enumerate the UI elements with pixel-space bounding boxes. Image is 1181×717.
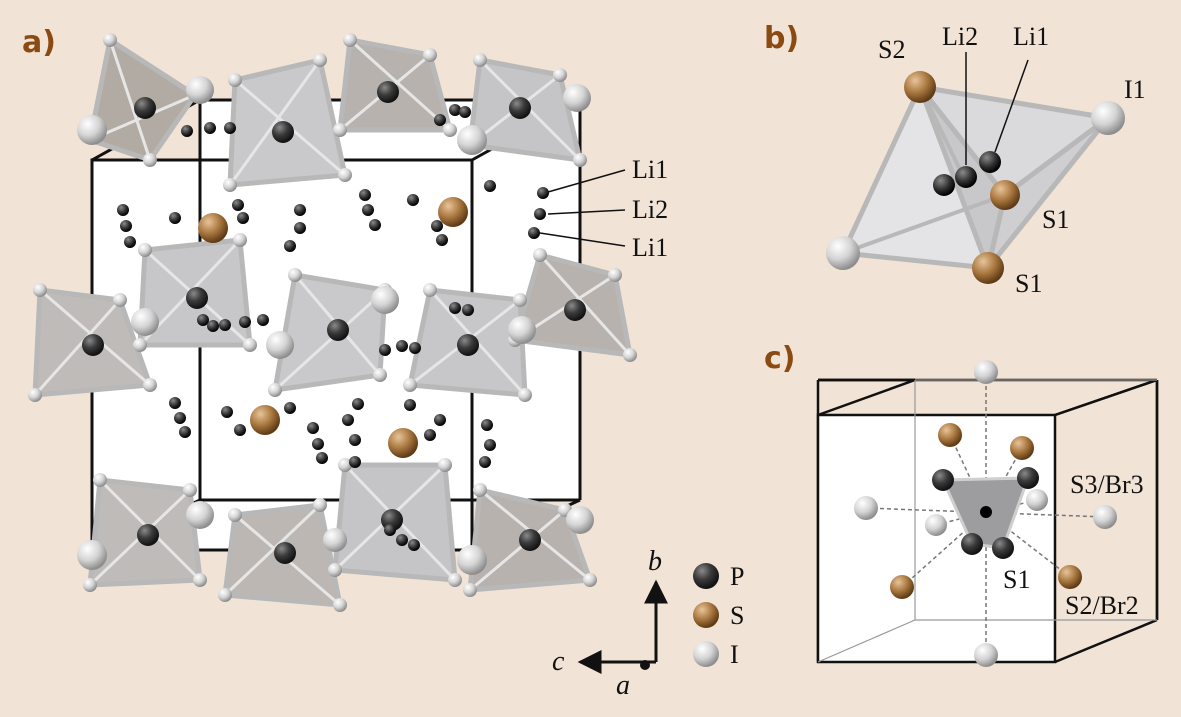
b-s1-atom-lower <box>972 252 1004 284</box>
octahedron-b-inner <box>842 86 1006 269</box>
c-p-atom-1 <box>932 469 954 491</box>
lithium-atoms-a <box>117 104 549 551</box>
b-s2-atom <box>904 71 936 103</box>
c-i-atom-top <box>974 360 998 384</box>
b-i1-atom <box>1091 101 1125 135</box>
li1-top-label: Li1 <box>632 155 668 184</box>
b-i-atom-lower <box>826 236 860 270</box>
li1-bottom-label: Li1 <box>632 233 668 262</box>
iodine-atoms-a <box>77 76 594 575</box>
b-s2-label: S2 <box>878 35 905 64</box>
panel-c-letter: c) <box>764 341 796 376</box>
c-i-atom-bottom <box>974 643 998 667</box>
c-s3br3-label: S3/Br3 <box>1070 470 1144 499</box>
panel-a: a) <box>22 25 744 701</box>
b-s1-label-lower: S1 <box>1015 269 1042 298</box>
c-i-atom-left <box>854 496 878 520</box>
b-li1-label: Li1 <box>1013 22 1049 51</box>
b-leader-lines <box>965 52 1029 165</box>
b-li1-atom <box>979 151 1001 173</box>
b-li2-atom <box>955 166 977 188</box>
c-s1-label: S1 <box>1003 565 1030 594</box>
sulfur-atoms-a <box>198 197 468 458</box>
li-leader-lines <box>539 169 626 247</box>
c-p-atom-2 <box>1017 467 1039 489</box>
c-center-atom <box>980 506 992 518</box>
c-s2br2-atom <box>1058 565 1082 589</box>
legend-p-swatch <box>693 563 719 589</box>
b-i1-label: I1 <box>1124 75 1146 104</box>
c-s-atom-upper-right <box>1010 436 1034 460</box>
element-legend: P S I <box>693 562 744 669</box>
legend-s-label: S <box>730 601 744 630</box>
panel-b-letter: b) <box>764 21 799 56</box>
c-s-atom-upper-left <box>938 423 962 447</box>
c-s2br2-label: S2/Br2 <box>1065 591 1139 620</box>
legend-s-swatch <box>693 602 719 628</box>
c-p-atom-4 <box>961 533 983 555</box>
c-p-atom-3 <box>992 537 1014 559</box>
crystal-axes <box>577 579 668 674</box>
b-s1-label-upper: S1 <box>1042 205 1069 234</box>
panel-b: b) S2 Li2 Li1 I1 S1 S1 <box>764 21 1146 298</box>
b-s1-atom-upper <box>990 180 1020 210</box>
b-li2-label: Li2 <box>942 22 978 51</box>
axis-b-label: b <box>648 546 662 577</box>
axis-a-label: a <box>616 670 630 701</box>
c-s3br3-atom <box>1093 505 1117 529</box>
c-s-atom-lower-left <box>890 575 914 599</box>
unit-cell-c-back <box>817 379 1157 663</box>
b-li2-atom-b <box>933 174 955 196</box>
legend-i-swatch <box>693 641 719 667</box>
li2-label: Li2 <box>632 195 668 224</box>
panel-c: c) <box>764 341 1159 667</box>
c-i-atom-inner-right <box>1026 489 1048 511</box>
legend-i-label: I <box>730 640 739 669</box>
panel-a-letter: a) <box>22 25 56 60</box>
legend-p-label: P <box>730 562 744 591</box>
a-axis-dot <box>640 660 650 670</box>
axis-c-label: c <box>552 646 565 677</box>
c-i-atom-inner-left <box>925 514 947 536</box>
